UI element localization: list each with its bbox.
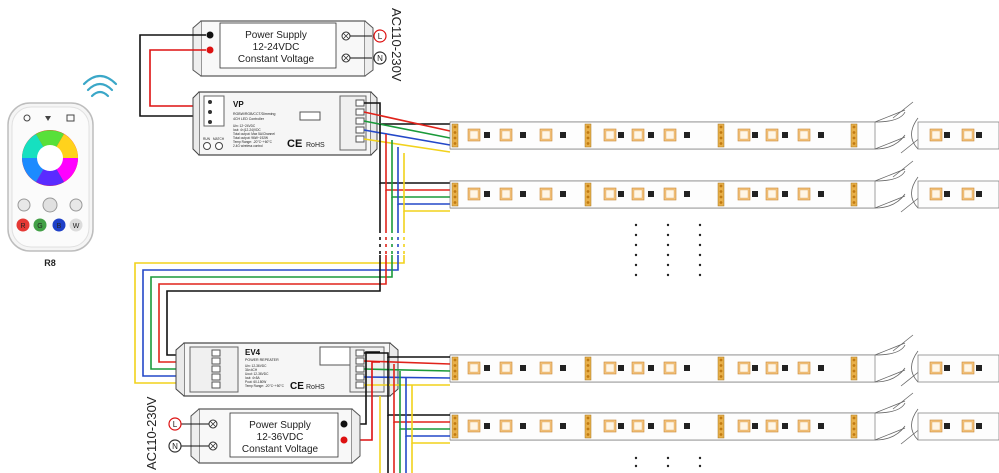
led-strip-3: [449, 334, 999, 387]
remote-button-w-label: W: [73, 223, 80, 230]
wires-controller-to-strip1: [363, 102, 451, 153]
wifi-signal-icon: [82, 74, 118, 98]
psu-top-terminal-l: L: [350, 29, 387, 43]
psu-top-terminal-n-label: N: [377, 54, 383, 63]
repeater-ce-mark: CE: [290, 381, 304, 392]
remote-button-w[interactable]: [69, 218, 83, 232]
remote-button-b-label: B: [57, 223, 62, 230]
controller-ce-mark: CE: [287, 138, 302, 150]
psu-top-terminal-n: N: [350, 51, 387, 65]
remote-button-r-label: R: [20, 223, 25, 230]
psu-top-dc-wires: [139, 34, 206, 117]
psu-bottom-terminal-n-label: N: [172, 442, 178, 451]
repeater-spec-4: Pout: 60-180W: [245, 380, 266, 384]
power-button[interactable]: [42, 197, 58, 213]
right-arrow-button[interactable]: [69, 198, 83, 212]
psu-bottom-mode: Constant Voltage: [242, 444, 319, 455]
vp-controller: VP RGBW/RGB/CCT/Dimming 4CH LED Controll…: [192, 91, 378, 156]
controller-spec-3: Total output: 96W~192W: [233, 136, 268, 140]
psu-top-dc-negative: [206, 46, 214, 54]
controller-spec-0: Uin: 12~24VDC: [233, 124, 256, 128]
psu-top-mode: Constant Voltage: [238, 54, 315, 65]
psu-top-title: Power Supply: [245, 30, 307, 41]
remote-button-g-label: G: [37, 223, 42, 230]
run-button-label: RUN: [203, 137, 211, 141]
remote-label: R8: [44, 258, 56, 268]
led-strip-2: [449, 160, 999, 213]
repeater-model: EV4: [245, 348, 261, 357]
left-arrow-button[interactable]: [17, 198, 31, 212]
psu-bottom-dc-positive: [340, 436, 348, 444]
psu-bottom-dc-negative: [340, 420, 348, 428]
wires-repeater-to-strips: [363, 352, 451, 473]
power-supply-top: Power Supply 12-24VDC Constant Voltage: [192, 20, 374, 77]
color-wheel[interactable]: [22, 130, 78, 186]
wires-controller-to-strip2: [379, 124, 450, 212]
psu-bottom-title: Power Supply: [249, 420, 311, 431]
remote-button-g[interactable]: [33, 218, 47, 232]
repeater-spec-5: Temp Range: -20°C~+50°C: [245, 384, 285, 388]
more-strips-indicator-bottom: [634, 456, 702, 468]
psu-bottom-terminal-n: N: [168, 439, 209, 453]
led-strips: [449, 101, 999, 445]
repeater-spec-3: Iout: 4×5A: [245, 376, 260, 380]
led-strip-4: [449, 392, 999, 445]
controller-subtitle-2: 4CH LED Controller: [233, 117, 265, 121]
psu-bottom-voltage: 12-36VDC: [257, 432, 304, 443]
psu-top-dc-positive: [206, 31, 214, 39]
controller-spec-2: Total output: Max 5A/Channel: [233, 132, 275, 136]
controller-subtitle-1: RGBW/RGB/CCT/Dimming: [233, 112, 275, 116]
psu-bottom-ac-label: AC110-230V: [144, 396, 159, 470]
wires-controller-to-repeater: [134, 183, 405, 384]
remote-button-r[interactable]: [16, 218, 30, 232]
controller-model: VP: [233, 100, 244, 109]
run-button[interactable]: [203, 142, 211, 150]
controller-spec-5: 2.4G wireless control: [233, 144, 263, 148]
remote-top-icons: [23, 114, 75, 122]
power-supply-bottom: Power Supply 12-36VDC Constant Voltage: [190, 408, 361, 464]
controller-spec-1: Iout: 4×(12-24)VDC: [233, 128, 261, 132]
remote-button-b[interactable]: [52, 218, 66, 232]
match-button-label: MATCH: [213, 137, 225, 141]
match-button[interactable]: [215, 142, 223, 150]
controller-rohs-mark: RoHS: [306, 142, 325, 149]
controller-spec-4: Temp Range: -20°C~+60°C: [233, 140, 273, 144]
psu-top-voltage: 12-24VDC: [253, 42, 300, 53]
repeater-spec-1: 3A×4CH: [245, 368, 258, 372]
more-strips-indicator-top: [634, 223, 702, 277]
dip-switch-icon: [299, 111, 321, 121]
r8-remote[interactable]: R G B W: [7, 102, 94, 252]
led-strip-1: [449, 101, 999, 154]
repeater-rohs-mark: RoHS: [306, 384, 325, 391]
psu-top-terminal-l-label: L: [378, 32, 383, 41]
psu-bottom-terminal-l-label: L: [173, 420, 178, 429]
repeater-spec-2: Uout: 12-36VDC: [245, 372, 269, 376]
repeater-spec-0: Uin: 12-36VDC: [245, 364, 267, 368]
repeater-subtitle: POWER REPEATER: [245, 358, 279, 362]
psu-bottom-terminal-l: L: [168, 417, 209, 431]
psu-top-ac-label: AC110-230V: [389, 8, 404, 82]
